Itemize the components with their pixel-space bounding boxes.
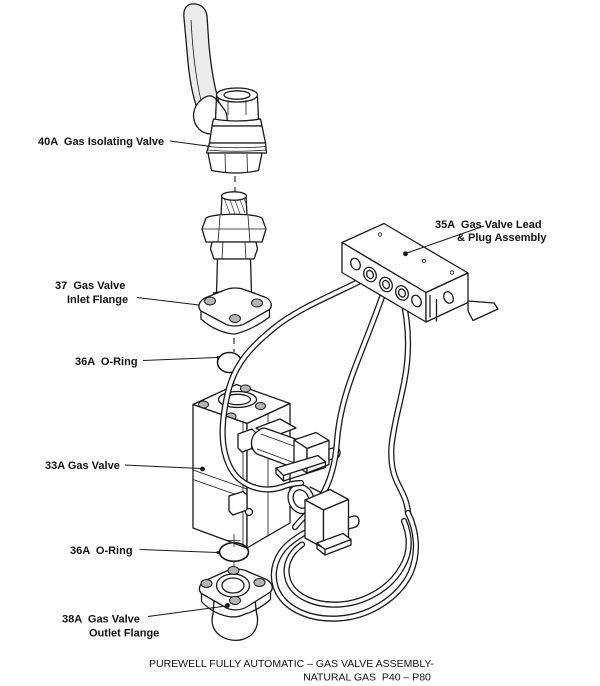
union-nut <box>201 213 267 243</box>
part-labels: 40A Gas Isolating Valve 35A Gas Valve Le… <box>38 136 547 640</box>
solenoid-1 <box>250 418 341 482</box>
label-outlet-flange-line1: 38A Gas Valve <box>62 614 140 626</box>
label-outlet-flange-line2: Outlet Flange <box>89 628 159 640</box>
gas-valve-body-drawing <box>192 383 341 549</box>
label-gas-valve: 33A Gas Valve <box>45 460 120 472</box>
inlet-flange-plate <box>198 287 272 327</box>
outlet-spigot <box>211 599 259 642</box>
label-inlet-flange-line1: 37 Gas Valve <box>55 280 125 292</box>
label-lead-plug-line2: & Plug Assembly <box>457 232 547 244</box>
gas-isolating-valve-drawing <box>183 3 268 174</box>
label-inlet-flange-line2: Inlet Flange <box>67 294 128 306</box>
caption-line2: NATURAL GAS P40 – P80 <box>303 672 431 684</box>
gas-valve-inlet-flange-drawing <box>198 191 272 335</box>
cable-glands <box>363 266 409 301</box>
leader-lines <box>124 140 485 617</box>
solenoid-2-connector <box>304 488 360 556</box>
flange-bolt-boss <box>251 298 263 308</box>
label-gas-isolating-valve: 40A Gas Isolating Valve <box>38 136 164 148</box>
mounting-foot <box>467 300 499 322</box>
caption: PUREWELL FULLY AUTOMATIC – GAS VALVE ASS… <box>149 658 434 684</box>
label-o-ring-upper: 36A O-Ring <box>75 356 138 368</box>
flange-bolt-boss <box>229 314 241 323</box>
caption-line1: PUREWELL FULLY AUTOMATIC – GAS VALVE ASS… <box>149 658 434 670</box>
flange-bolt-boss <box>204 296 216 306</box>
lead-plug-assembly-drawing <box>341 222 499 323</box>
label-lead-plug-line1: 35A Gas Valve Lead <box>435 219 542 231</box>
valve-socket-opening <box>215 87 259 103</box>
gas-valve-outlet-flange-drawing <box>198 566 273 642</box>
label-o-ring-lower: 36A O-Ring <box>70 545 133 557</box>
